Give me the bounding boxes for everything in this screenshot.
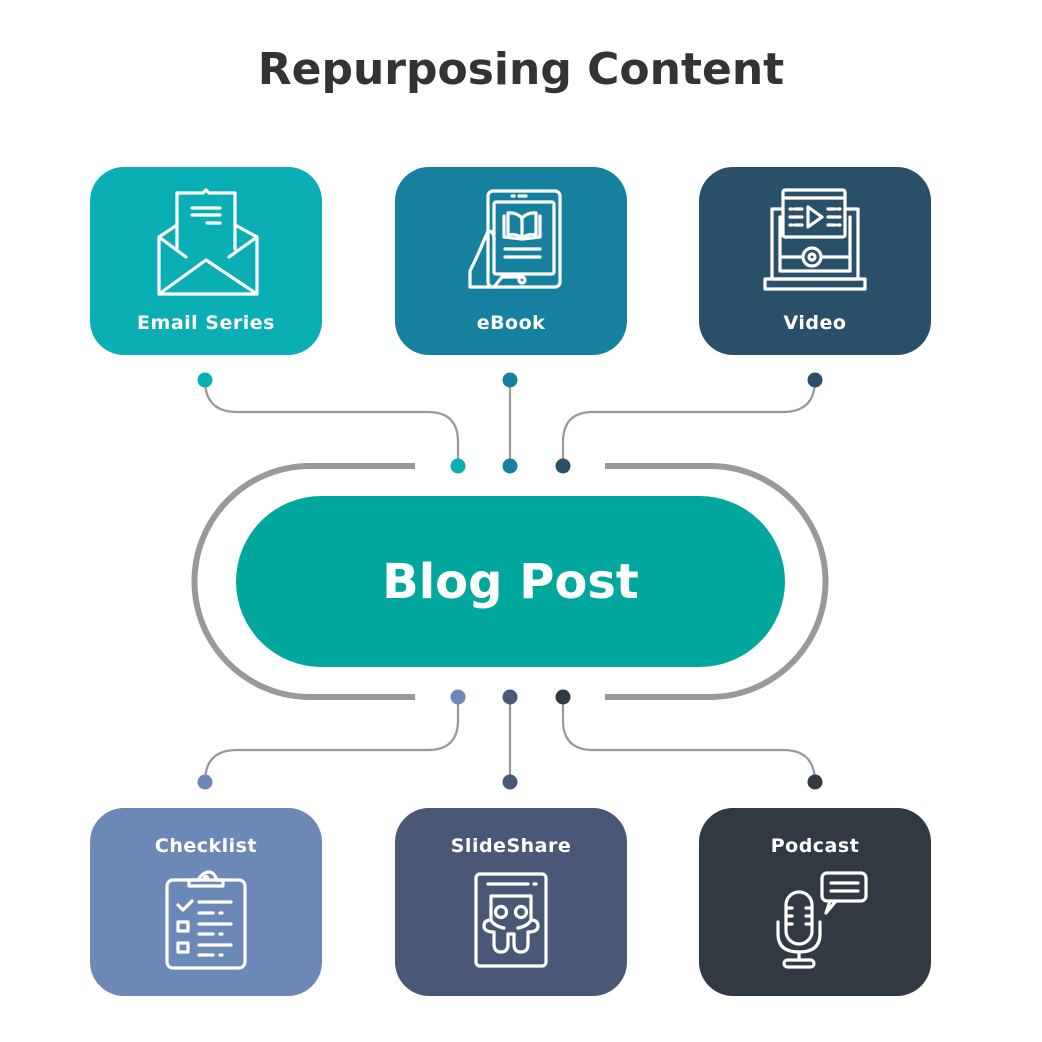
connector-checklist <box>203 697 460 783</box>
dot-email-hub <box>450 458 466 474</box>
connector-email <box>203 379 460 466</box>
blog-post-hub: Blog Post <box>236 496 785 667</box>
card-label: Podcast <box>770 835 860 857</box>
card-label: SlideShare <box>450 835 572 857</box>
dot-slideshare-hub <box>502 689 518 705</box>
card-ebook: eBook <box>395 167 627 355</box>
ebook-tablet-icon <box>468 189 562 289</box>
outer-track-right <box>605 463 829 700</box>
card-label: eBook <box>476 312 546 334</box>
outer-track-top-left <box>191 463 415 700</box>
dot-checklist-card <box>197 774 213 790</box>
connector-video <box>561 379 817 466</box>
envelope-icon <box>157 188 259 296</box>
card-video: Video <box>699 167 931 355</box>
dot-ebook-hub <box>502 458 518 474</box>
dot-checklist-hub <box>450 689 466 705</box>
diagram-title: Repurposing Content <box>257 44 785 95</box>
dot-ebook-card <box>502 372 518 388</box>
clipboard-checklist-icon <box>165 870 247 970</box>
microphone-chat-icon <box>776 871 868 969</box>
card-label: Video <box>783 312 847 334</box>
card-label: Checklist <box>154 835 258 857</box>
card-label: Email Series <box>137 312 275 334</box>
dot-email-card <box>197 372 213 388</box>
blog-post-label: Blog Post <box>382 553 639 610</box>
dot-podcast-hub <box>555 689 571 705</box>
card-checklist: Checklist <box>90 808 322 996</box>
dot-video-card <box>807 372 823 388</box>
card-podcast: Podcast <box>699 808 931 996</box>
card-email-series: Email Series <box>90 167 322 355</box>
connector-podcast <box>561 697 817 783</box>
dot-slideshare-card <box>502 774 518 790</box>
video-laptop-icon <box>763 188 867 291</box>
slideshare-icon <box>474 872 548 968</box>
dot-podcast-card <box>807 774 823 790</box>
card-slideshare: SlideShare <box>395 808 627 996</box>
dot-video-hub <box>555 458 571 474</box>
